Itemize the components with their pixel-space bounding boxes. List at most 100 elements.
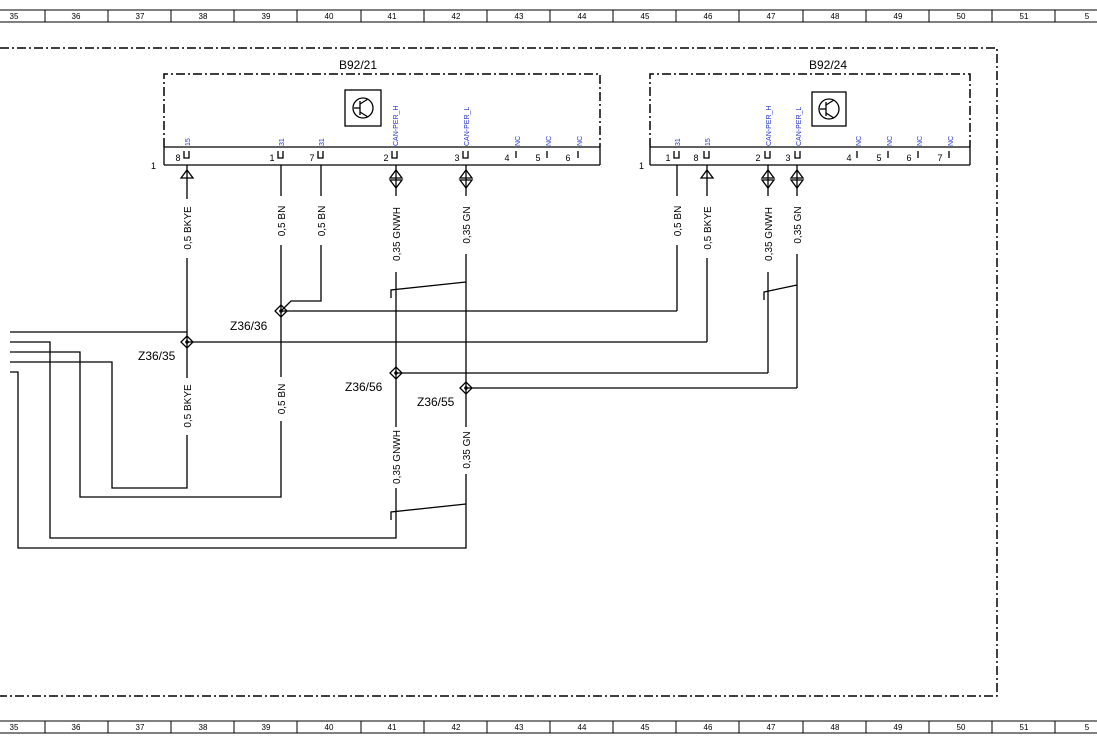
pin: 7 31 <box>309 138 326 163</box>
pin-signal: NC <box>948 136 955 146</box>
pin-signal: 31 <box>319 138 326 146</box>
pin-signal: CAN-PER_L <box>796 107 803 146</box>
pin-signal: NC <box>546 136 553 146</box>
pin-signal: 31 <box>279 138 286 146</box>
splice-label: Z36/55 <box>417 395 455 409</box>
ruler-num: 44 <box>578 723 587 732</box>
pin: 4 NC <box>504 136 522 163</box>
wire-label: 0,35 GNWH <box>392 430 403 484</box>
pin: 6 NC <box>906 136 924 163</box>
ruler-num: 41 <box>388 723 397 732</box>
connector-row-label: 1 <box>639 161 644 171</box>
ruler-num: 45 <box>641 12 650 21</box>
splice-node: Z36/55 <box>417 381 473 409</box>
pin-signal: CAN-PER_L <box>464 107 471 146</box>
pin-number: 7 <box>937 153 942 163</box>
ruler-num: 43 <box>515 723 524 732</box>
pin-number: 3 <box>785 153 790 163</box>
pin-number: 5 <box>535 153 540 163</box>
component-title: B92/24 <box>809 58 847 72</box>
component-title: B92/21 <box>339 58 377 72</box>
pin-number: 8 <box>693 153 698 163</box>
pin: 8 15 <box>175 138 192 163</box>
pin: 6 NC <box>565 136 584 163</box>
ruler-num: 5 <box>1085 12 1090 21</box>
ruler-num: 38 <box>199 723 208 732</box>
pin-signal: NC <box>856 136 863 146</box>
wire-label: 0,35 GN <box>462 206 473 243</box>
component-border <box>649 73 971 147</box>
pin: 1 31 <box>269 138 286 163</box>
wire-label: 0,5 BN <box>673 206 684 237</box>
pin-signal: CAN-PER_H <box>393 106 400 146</box>
splice-label: Z36/36 <box>230 319 268 333</box>
pin-number: 7 <box>309 153 314 163</box>
top-ruler: 35 36 37 38 39 40 41 42 43 44 45 46 47 4… <box>0 9 1097 23</box>
pin: 3 CAN-PER_L <box>454 107 471 163</box>
ruler-num: 50 <box>957 723 966 732</box>
ruler-num: 42 <box>452 723 461 732</box>
wire-label: 0,5 BKYE <box>703 206 714 250</box>
pin: 1 31 <box>665 138 682 163</box>
wire-label: 0,35 GNWH <box>764 207 775 261</box>
wire-label: 0,35 GN <box>793 206 804 243</box>
pin-signal: NC <box>515 136 522 146</box>
component-b92-21: B92/21 1 8 15 1 31 7 31 2 CA <box>151 58 601 171</box>
pin: 2 CAN-PER_H <box>383 106 400 163</box>
ruler-num: 37 <box>136 723 145 732</box>
component-border <box>163 73 601 147</box>
wire-arrows <box>179 168 805 190</box>
pin: 4 NC <box>846 136 863 163</box>
pin-number: 6 <box>906 153 911 163</box>
wire-label: 0,5 BN <box>277 384 288 415</box>
ruler-num: 41 <box>388 12 397 21</box>
ruler-num: 37 <box>136 12 145 21</box>
pin: 3 CAN-PER_L <box>785 107 803 163</box>
ruler-num: 40 <box>325 723 334 732</box>
ruler-num: 50 <box>957 12 966 21</box>
ruler-num: 35 <box>10 12 19 21</box>
ruler-num: 39 <box>262 723 271 732</box>
ruler-num: 43 <box>515 12 524 21</box>
wire-label: 0,5 BN <box>317 206 328 237</box>
transistor-icon <box>344 89 382 127</box>
ruler-num: 35 <box>10 723 19 732</box>
pin-number: 4 <box>504 153 509 163</box>
ruler-num: 44 <box>578 12 587 21</box>
pin-number: 2 <box>755 153 760 163</box>
pin-number: 5 <box>876 153 881 163</box>
ruler-num: 40 <box>325 12 334 21</box>
pin: 7 NC <box>937 136 955 163</box>
pin-number: 6 <box>565 153 570 163</box>
pin-signal: NC <box>577 136 584 146</box>
wire-label: 0,5 BN <box>277 206 288 237</box>
ruler-num: 36 <box>72 12 81 21</box>
wire-label: 0,35 GN <box>462 431 473 468</box>
splice-node: Z36/36 <box>230 304 288 333</box>
pin-number: 8 <box>175 153 180 163</box>
pin-signal: 15 <box>185 138 192 146</box>
ruler-num: 39 <box>262 12 271 21</box>
splice-label: Z36/35 <box>138 349 176 363</box>
pin-signal: NC <box>887 136 894 146</box>
ruler-num: 49 <box>894 723 903 732</box>
ruler-num: 51 <box>1020 723 1029 732</box>
pin-signal: 15 <box>705 138 712 146</box>
connector-row-label: 1 <box>151 161 156 171</box>
pin: 2 CAN-PER_H <box>755 106 773 163</box>
splice-label: Z36/56 <box>345 380 383 394</box>
ruler-num: 46 <box>704 12 713 21</box>
ruler-num: 51 <box>1020 12 1029 21</box>
ruler-num: 46 <box>704 723 713 732</box>
ruler-num: 48 <box>831 723 840 732</box>
ruler-num: 45 <box>641 723 650 732</box>
wire-label: 0,5 BKYE <box>183 206 194 250</box>
pin-signal: CAN-PER_H <box>766 106 773 146</box>
wire-label: 0,5 BKYE <box>183 384 194 428</box>
ruler-num: 38 <box>199 12 208 21</box>
pin: 8 15 <box>693 138 712 163</box>
pin-number: 4 <box>846 153 851 163</box>
outer-section-border <box>0 47 998 697</box>
pin: 5 NC <box>535 136 553 163</box>
